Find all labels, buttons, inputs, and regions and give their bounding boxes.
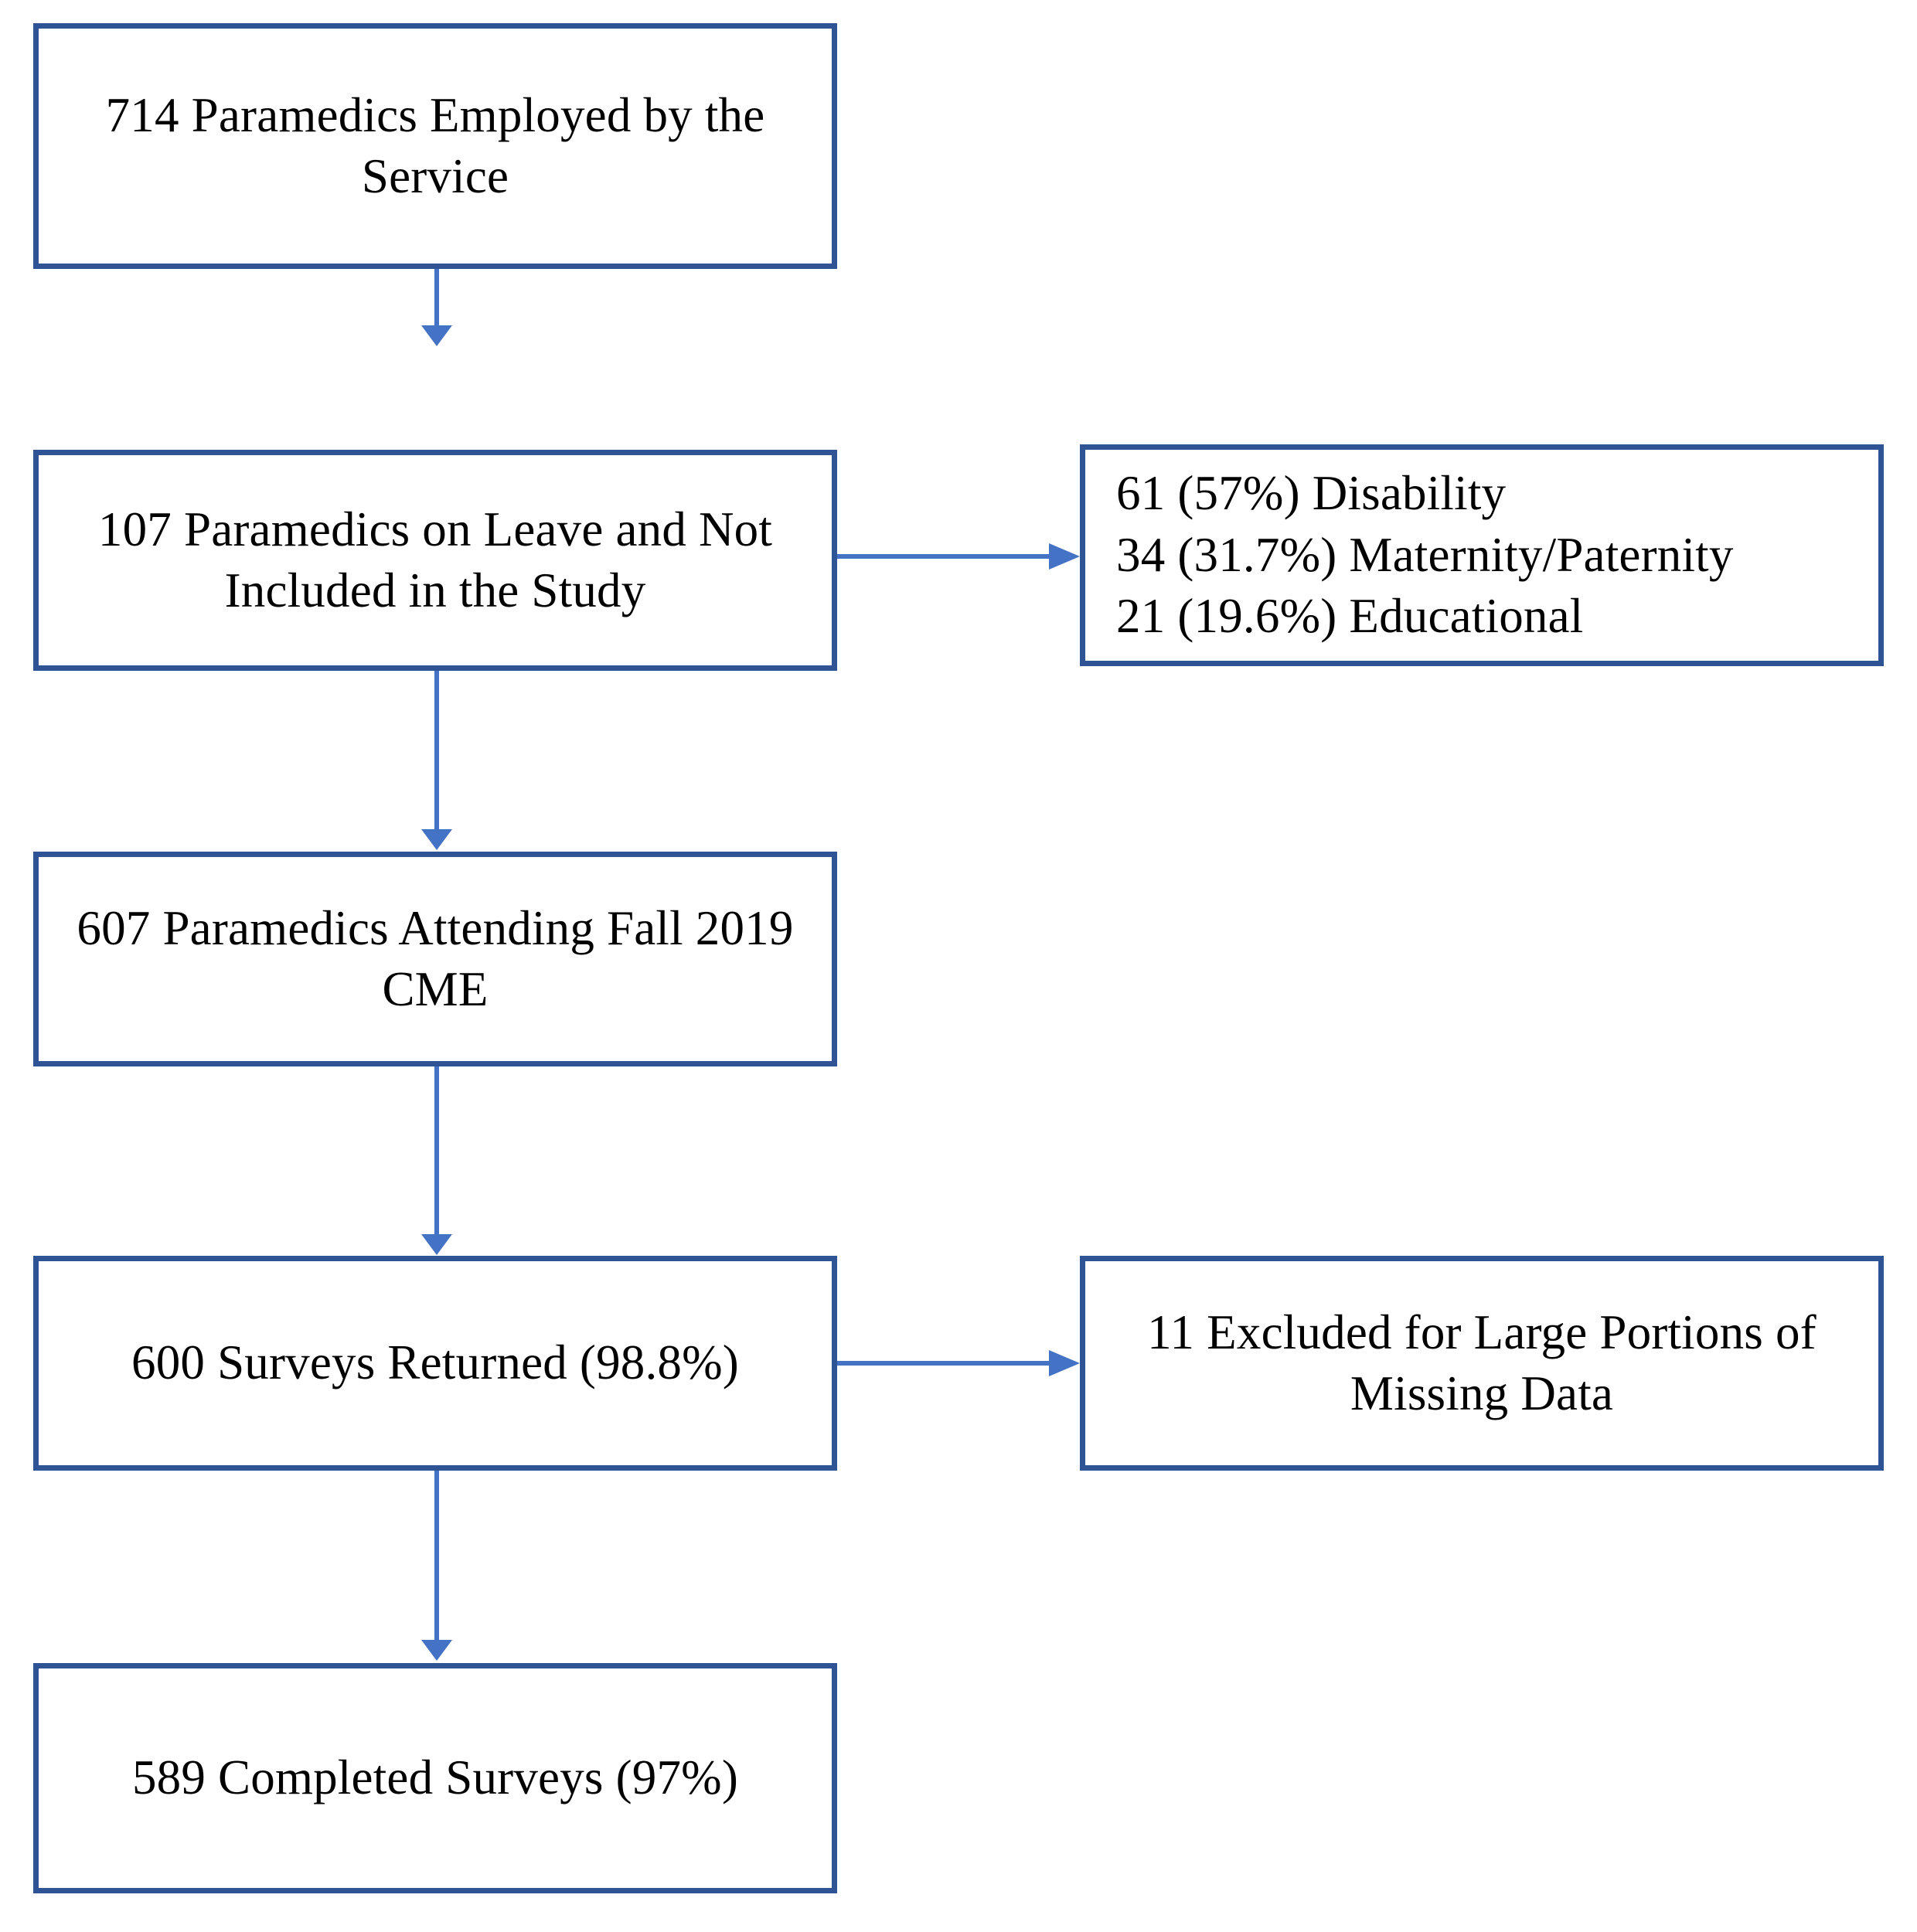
paramedics-employed-box[interactable]: 714 Paramedics Employed by the Service <box>33 23 837 269</box>
paramedics-on-leave-box[interactable]: 107 Paramedics on Leave and Not Included… <box>33 450 837 671</box>
completed-surveys-text: 589 Completed Surveys (97%) <box>39 1747 832 1808</box>
node-line: 589 Completed Surveys (97%) <box>131 1750 739 1805</box>
node-line: 61 (57%) Disability <box>1116 466 1507 521</box>
excluded-missing-data-text: 11 Excluded for Large Portions of Missin… <box>1085 1302 1878 1425</box>
arrow-returned-to-completed <box>417 1471 456 1664</box>
node-line: 34 (31.7%) Maternity/Paternity <box>1116 527 1734 582</box>
arrow-employed-to-on-leave <box>417 269 456 349</box>
arrow-on-leave-to-reasons <box>837 537 1081 576</box>
leave-reasons-text: 61 (57%) Disability 34 (31.7%) Maternity… <box>1085 463 1878 647</box>
surveys-returned-text: 600 Surveys Returned (98.8%) <box>39 1332 832 1393</box>
paramedics-on-leave-text: 107 Paramedics on Leave and Not Included… <box>39 499 832 622</box>
excluded-missing-data-box[interactable]: 11 Excluded for Large Portions of Missin… <box>1080 1256 1884 1471</box>
arrow-on-leave-to-attending <box>417 671 456 853</box>
paramedics-employed-text: 714 Paramedics Employed by the Service <box>39 85 832 208</box>
node-line: Included in the Study <box>224 563 646 617</box>
arrow-returned-to-excluded <box>837 1344 1081 1383</box>
paramedics-attending-cme-text: 607 Paramedics Attending Fall 2019 CME <box>39 898 832 1021</box>
node-line: 714 Paramedics Employed by the <box>105 87 765 142</box>
leave-reasons-box[interactable]: 61 (57%) Disability 34 (31.7%) Maternity… <box>1080 444 1884 666</box>
node-line: CME <box>382 962 489 1016</box>
node-line: 600 Surveys Returned (98.8%) <box>131 1335 739 1390</box>
node-line: Missing Data <box>1350 1366 1614 1420</box>
paramedics-attending-cme-box[interactable]: 607 Paramedics Attending Fall 2019 CME <box>33 852 837 1066</box>
completed-surveys-box[interactable]: 589 Completed Surveys (97%) <box>33 1663 837 1893</box>
node-line: 11 Excluded for Large Portions of <box>1147 1304 1817 1359</box>
node-line: 21 (19.6%) Educational <box>1116 589 1584 644</box>
node-line: 607 Paramedics Attending Fall 2019 <box>77 900 794 955</box>
node-line: 107 Paramedics on Leave and Not <box>97 502 773 556</box>
surveys-returned-box[interactable]: 600 Surveys Returned (98.8%) <box>33 1256 837 1471</box>
arrow-attending-to-returned <box>417 1066 456 1258</box>
node-line: Service <box>361 149 509 203</box>
